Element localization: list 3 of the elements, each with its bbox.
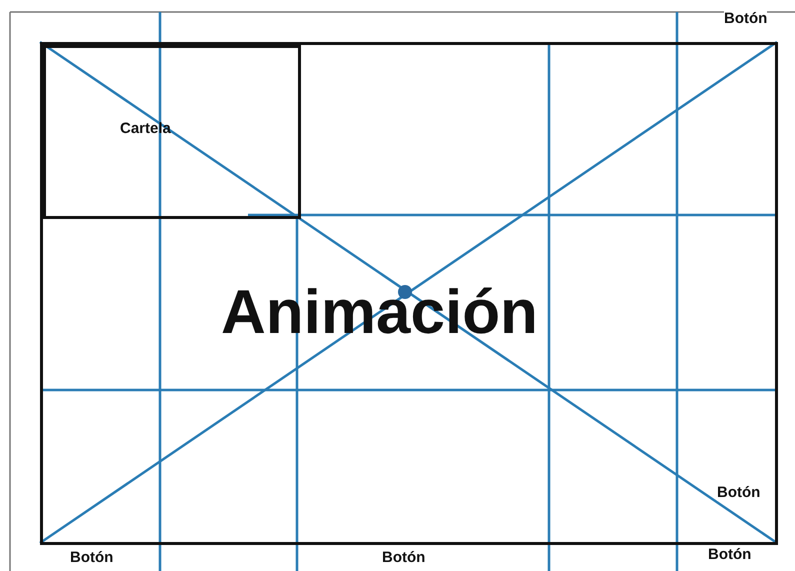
screen-frame	[40, 42, 778, 545]
button-label: Botón	[717, 484, 760, 501]
caption-box	[43, 45, 301, 219]
